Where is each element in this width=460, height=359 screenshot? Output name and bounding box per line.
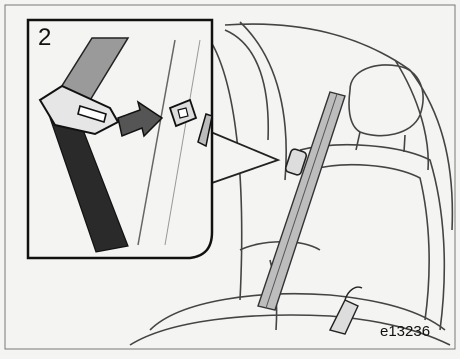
buckle-slot <box>178 108 188 118</box>
detail-inset <box>28 20 212 258</box>
step-number: 2 <box>38 24 51 52</box>
figure-code: e13236 <box>380 323 430 340</box>
inset-border <box>28 20 212 258</box>
